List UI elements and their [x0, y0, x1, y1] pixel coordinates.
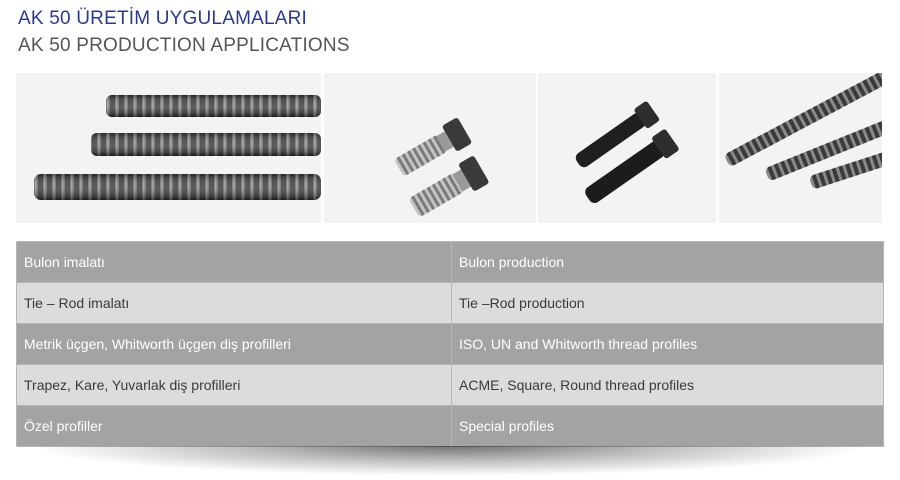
applications-table: Bulon imalatı Bulon production Tie – Rod…: [16, 241, 884, 447]
table-row: Özel profiller Special profiles: [16, 405, 884, 447]
cell-english: ACME, Square, Round thread profiles: [451, 364, 884, 406]
table-row: Metrik üçgen, Whitworth üçgen diş profil…: [16, 323, 884, 365]
cell-turkish: Trapez, Kare, Yuvarlak diş profilleri: [16, 364, 452, 406]
title-turkish: AK 50 ÜRETİM UYGULAMALARI: [18, 8, 308, 29]
photo-t-head-bolts: [324, 73, 536, 223]
cell-english: ISO, UN and Whitworth thread profiles: [451, 323, 884, 365]
cell-english: Bulon production: [451, 241, 884, 283]
table-row: Tie – Rod imalatı Tie –Rod production: [16, 282, 884, 324]
angled-rods-icon: [725, 73, 882, 189]
table-shadow: [30, 446, 870, 476]
cell-english: Tie –Rod production: [451, 282, 884, 324]
photo-angled-rods: [719, 73, 882, 223]
t-head-bolts-icon: [395, 118, 489, 217]
cell-turkish: Bulon imalatı: [16, 241, 452, 283]
cell-turkish: Metrik üçgen, Whitworth üçgen diş profil…: [16, 323, 452, 365]
cell-turkish: Özel profiller: [16, 405, 452, 447]
photo-black-bolts: [538, 73, 716, 223]
title-english: AK 50 PRODUCTION APPLICATIONS: [18, 35, 350, 56]
cell-english: Special profiles: [451, 405, 884, 447]
black-bolts-icon: [575, 101, 679, 204]
photo-threaded-rods: [16, 73, 321, 223]
threaded-rods-icon: [34, 95, 321, 200]
table-row: Trapez, Kare, Yuvarlak diş profilleri AC…: [16, 364, 884, 406]
table-row: Bulon imalatı Bulon production: [16, 241, 884, 283]
product-photo-strip: [16, 73, 882, 223]
cell-turkish: Tie – Rod imalatı: [16, 282, 452, 324]
